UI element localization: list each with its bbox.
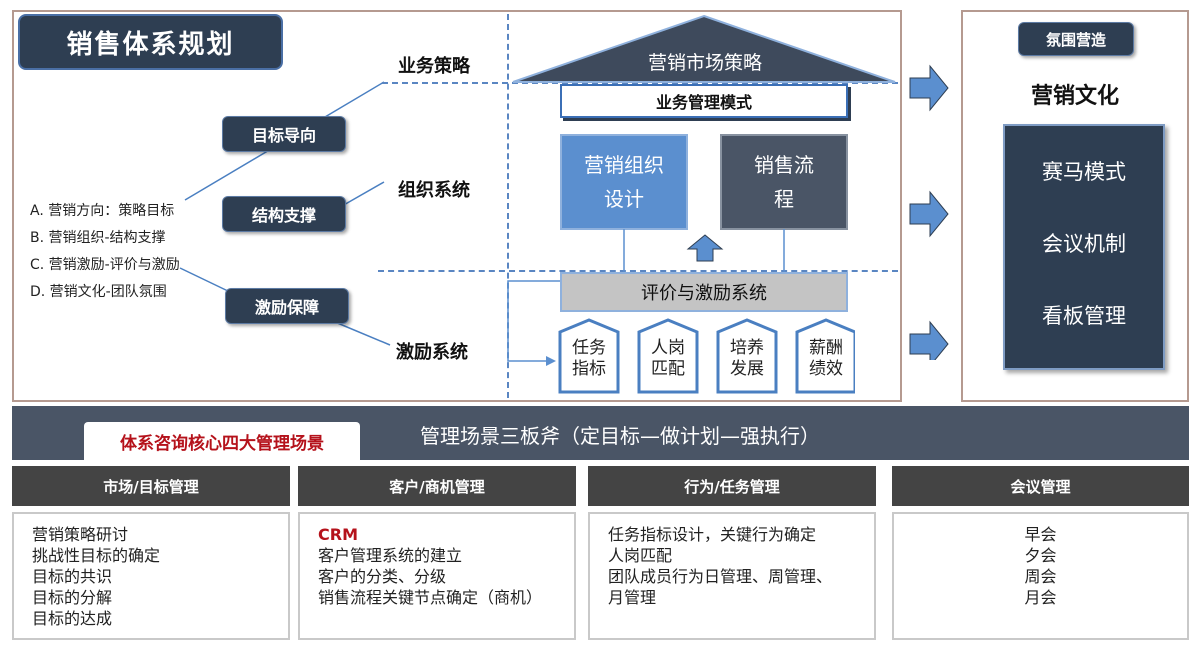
right-arrows	[909, 64, 949, 360]
section-line: 销售流程关键节点确定（商机）	[318, 588, 543, 607]
business-mode-bar: 业务管理模式	[560, 84, 848, 118]
section-line: 月会	[1024, 588, 1057, 607]
right-arrow-icon	[909, 190, 949, 238]
pillar-shape	[795, 318, 855, 394]
pillar-line: 指标	[572, 359, 606, 379]
crm-highlight: CRM	[318, 525, 358, 544]
connector-incentive	[179, 267, 231, 293]
pillar-line: 薪酬	[809, 338, 843, 358]
section-header-market: 市场/目标管理	[12, 466, 290, 506]
culture-item: 赛马模式	[1042, 160, 1126, 184]
section-line: 营销策略研讨	[32, 525, 129, 544]
right-arrow-icon	[909, 64, 949, 112]
section-line: 早会	[1024, 525, 1057, 544]
incentive-guarantee-tag: 激励保障	[225, 288, 349, 324]
section-line: 周会	[1024, 567, 1057, 586]
objectives-list: A. 营销方向：策略目标 B. 营销组织-结构支撑 C. 营销激励-评价与激励 …	[30, 198, 205, 306]
section-body-market: 营销策略研讨 挑战性目标的确定 目标的共识 目标的分解 目标的达成	[12, 512, 290, 640]
section-line: 团队成员行为日管理、周管理、	[608, 567, 833, 586]
page-title: 销售体系规划	[18, 14, 283, 70]
section-line: 月管理	[608, 588, 657, 607]
pillar-line: 匹配	[651, 359, 685, 379]
structure-support-tag: 结构支撑	[222, 196, 346, 232]
pillar-shape	[716, 318, 778, 394]
dashed-separator	[378, 270, 898, 272]
pillar-compensation: 薪酬 绩效	[797, 338, 855, 380]
pillar-line: 培养	[730, 338, 764, 358]
section-header-meeting: 会议管理	[892, 466, 1189, 506]
objective-item: C. 营销激励-评价与激励	[30, 257, 180, 273]
section-line: 目标的达成	[32, 609, 113, 628]
sales-flow-box: 销售流 程	[720, 134, 848, 230]
section-line: 客户的分类、分级	[318, 567, 447, 586]
objective-item: A. 营销方向：策略目标	[30, 203, 175, 219]
culture-heading: 营销文化	[1030, 84, 1119, 109]
section-line: 挑战性目标的确定	[32, 546, 161, 565]
arrowhead-icon	[546, 356, 556, 366]
target-orientation-tag: 目标导向	[222, 116, 346, 152]
culture-item: 会议机制	[1042, 232, 1126, 256]
section-body-meeting: 早会 夕会 周会 月会	[892, 512, 1189, 640]
section-header-behavior: 行为/任务管理	[588, 466, 876, 506]
section-line: 任务指标设计，关键行为确定	[608, 525, 817, 544]
section-line: 目标的分解	[32, 588, 113, 607]
pillar-line: 任务	[572, 338, 606, 358]
sales-flow-line: 程	[774, 187, 794, 211]
layer-label-org: 组织系统	[398, 180, 470, 201]
up-arrow-icon	[686, 234, 724, 262]
pillar-job-match: 人岗 匹配	[639, 338, 697, 380]
sales-flow-line: 销售流	[754, 153, 814, 177]
section-line: 客户管理系统的建立	[318, 546, 463, 565]
objective-item: B. 营销组织-结构支撑	[30, 230, 166, 246]
pillars-shapes	[558, 318, 855, 394]
pillar-line: 绩效	[809, 359, 843, 379]
pillar-development: 培养 发展	[718, 338, 776, 380]
section-line: 目标的共识	[32, 567, 113, 586]
section-header-customer: 客户/商机管理	[298, 466, 576, 506]
pillar-line: 发展	[730, 359, 764, 379]
section-line: 人岗匹配	[608, 546, 673, 565]
evaluation-incentive-bar: 评价与激励系统	[560, 272, 848, 312]
right-arrow-icon	[909, 320, 949, 360]
atmosphere-tag: 氛围营造	[1018, 22, 1134, 56]
org-design-box: 营销组织 设计	[560, 134, 688, 230]
house-roof	[512, 14, 896, 83]
dashed-separator-vertical	[507, 14, 509, 398]
culture-item: 看板管理	[1042, 304, 1126, 328]
pillar-line: 人岗	[651, 338, 685, 358]
layer-label-incentive: 激励系统	[396, 342, 468, 363]
connector-incentive-system	[334, 321, 391, 346]
pillar-shape	[637, 318, 699, 394]
section-line: 夕会	[1024, 546, 1057, 565]
pillar-task: 任务 指标	[560, 338, 618, 380]
section-body-customer: CRM 客户管理系统的建立 客户的分类、分级 销售流程关键节点确定（商机）	[298, 512, 576, 640]
org-design-line: 设计	[604, 187, 644, 211]
banner-label: 体系咨询核心四大管理场景	[84, 422, 360, 460]
banner-text: 管理场景三板斧（定目标—做计划—强执行）	[420, 424, 820, 448]
layer-label-strategy: 业务策略	[398, 56, 470, 77]
org-design-line: 营销组织	[584, 153, 664, 177]
section-body-behavior: 任务指标设计，关键行为确定 人岗匹配 团队成员行为日管理、周管理、 月管理	[588, 512, 876, 640]
pillar-shape	[558, 318, 620, 394]
roof-label: 营销市场策略	[647, 52, 762, 74]
objective-item: D. 营销文化-团队氛围	[30, 284, 167, 300]
culture-items-box: 赛马模式 会议机制 看板管理	[1003, 124, 1165, 370]
